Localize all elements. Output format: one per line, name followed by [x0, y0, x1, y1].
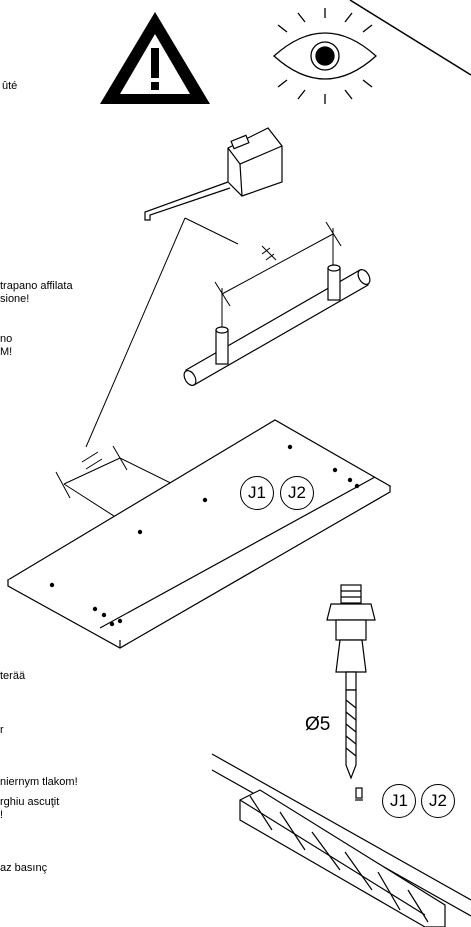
- text-fragment-3: sione!: [0, 293, 30, 305]
- text-fragment-9: rghiu ascuţit: [0, 796, 60, 808]
- eye-icon: [273, 8, 377, 104]
- j1-marker-top: J1: [240, 476, 274, 510]
- j2-marker-top: J2: [280, 476, 314, 510]
- text-fragment-4: no: [0, 333, 13, 345]
- text-fragment-5: M!: [0, 346, 13, 358]
- warning-triangle-icon: [100, 12, 210, 104]
- j2-marker-bottom: J2: [421, 784, 455, 818]
- text-fragment-8: niernym tlakom!: [0, 776, 78, 788]
- text-fragment-6: terää: [0, 670, 26, 682]
- drill-size-label: Ø5: [305, 714, 331, 735]
- text-fragment-2: trapano affilata: [0, 280, 73, 292]
- text-fragment-1: ûté: [2, 80, 18, 92]
- page-corner-line: [349, 0, 471, 76]
- dowel-rod: [183, 264, 371, 386]
- text-fragment-11: az basınç: [0, 862, 48, 874]
- panel-board: [6, 419, 392, 649]
- board-section: [211, 753, 471, 927]
- dimension-lines: [85, 217, 342, 448]
- drill-chuck-icon: [326, 584, 376, 780]
- tape-measure-icon: [144, 127, 283, 221]
- j1-marker-bottom: J1: [382, 784, 416, 818]
- text-fragment-10: !: [0, 809, 4, 821]
- text-fragment-7: r: [0, 724, 4, 736]
